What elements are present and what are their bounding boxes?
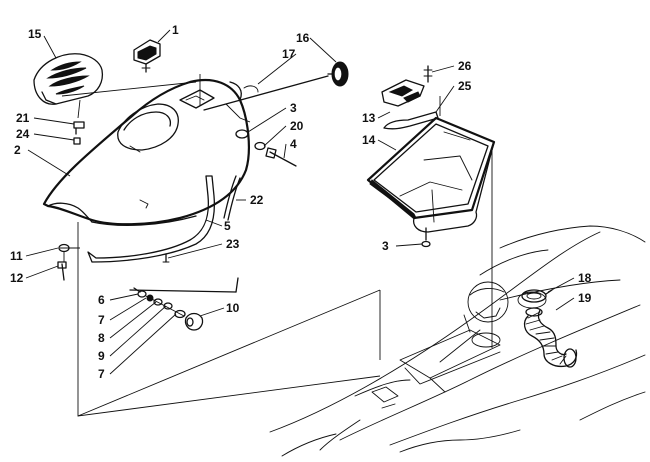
part-3-washer xyxy=(235,129,249,139)
part-19-hose xyxy=(523,307,578,368)
part-5-trim xyxy=(87,175,216,263)
callout-22: 22 xyxy=(250,193,264,207)
callout-13: 13 xyxy=(362,111,376,125)
callout-3-lower: 3 xyxy=(382,239,389,253)
callout-3: 3 xyxy=(290,101,297,115)
part-22-rod xyxy=(223,175,241,221)
part-20-washer xyxy=(254,141,266,151)
callout-2: 2 xyxy=(14,143,21,157)
callout-5: 5 xyxy=(224,219,231,233)
part-18-clamp xyxy=(521,289,553,303)
part-12-bolt xyxy=(57,252,67,281)
part-4-bolt xyxy=(265,147,297,167)
callout-labels: 1 2 3 3 4 5 6 7 7 8 9 10 11 12 13 14 15 … xyxy=(10,23,592,381)
callout-18: 18 xyxy=(578,271,592,285)
part-25-strap xyxy=(383,111,439,130)
callout-15: 15 xyxy=(28,27,42,41)
part-10-bushing xyxy=(184,312,204,331)
part-26-screw xyxy=(423,65,433,83)
callout-7: 7 xyxy=(98,313,105,327)
callout-26: 26 xyxy=(458,59,472,73)
part-1-latch xyxy=(133,39,161,73)
callout-leaders xyxy=(25,29,575,375)
part-13-hinge xyxy=(381,79,425,107)
part-6-to-9-hardware xyxy=(129,277,239,319)
callout-25: 25 xyxy=(458,79,472,93)
callout-23: 23 xyxy=(226,237,240,251)
callout-6: 6 xyxy=(98,293,105,307)
part-17-cable xyxy=(203,75,329,111)
part-14-tray xyxy=(366,116,496,233)
callout-17: 17 xyxy=(282,47,296,61)
callout-1: 1 xyxy=(172,23,179,37)
callout-10: 10 xyxy=(226,301,240,315)
callout-12: 12 xyxy=(10,271,24,285)
callout-14: 14 xyxy=(362,133,376,147)
callout-9: 9 xyxy=(98,349,105,363)
chassis-outline xyxy=(269,225,646,457)
callout-4: 4 xyxy=(290,137,297,151)
callout-21: 21 xyxy=(16,111,30,125)
callout-16: 16 xyxy=(296,31,310,45)
callout-20: 20 xyxy=(290,119,304,133)
part-3-washer-lower xyxy=(421,227,431,248)
callout-7-lower: 7 xyxy=(98,367,105,381)
part-11-nut xyxy=(58,243,70,253)
part-16-grommet xyxy=(327,61,349,87)
callout-19: 19 xyxy=(578,291,592,305)
callout-11: 11 xyxy=(10,249,23,263)
part-2-seat-cover xyxy=(42,74,251,227)
callout-8: 8 xyxy=(98,331,105,345)
part-21-24-clips xyxy=(73,121,85,145)
part-15-pad xyxy=(33,53,104,119)
assembly-frame-leader xyxy=(60,222,381,417)
part-23-pin xyxy=(162,253,170,263)
callout-24: 24 xyxy=(16,127,30,141)
